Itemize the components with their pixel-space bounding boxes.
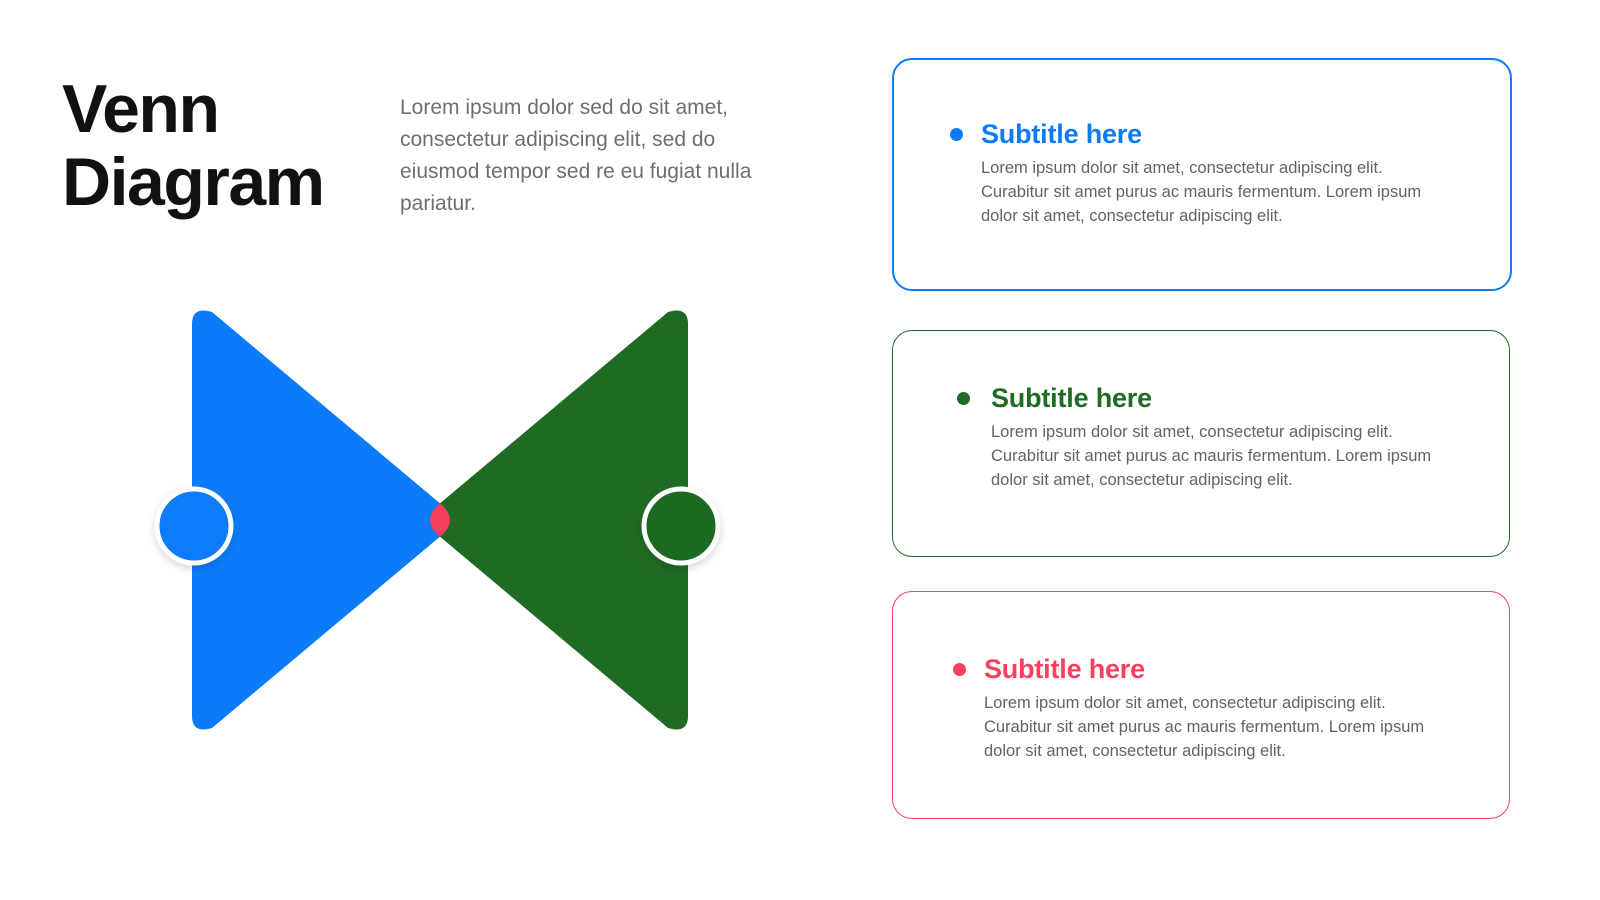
card-heading: Subtitle here (950, 119, 1470, 150)
info-card-red[interactable]: Subtitle here Lorem ipsum dolor sit amet… (892, 591, 1510, 819)
venn-left-marker-circle (154, 486, 234, 566)
card-body-text: Lorem ipsum dolor sit amet, consectetur … (984, 693, 1425, 760)
card-body-text: Lorem ipsum dolor sit amet, consectetur … (981, 158, 1422, 225)
venn-diagram (150, 300, 730, 740)
info-card-blue[interactable]: Subtitle here Lorem ipsum dolor sit amet… (892, 58, 1512, 291)
card-heading: Subtitle here (957, 383, 1469, 414)
card-subtitle: Subtitle here (981, 119, 1142, 149)
card-heading: Subtitle here (953, 654, 1469, 685)
card-subtitle: Subtitle here (991, 383, 1152, 413)
page-title: Venn Diagram (62, 71, 325, 220)
bullet-dot-icon (950, 128, 963, 142)
card-body-text: Lorem ipsum dolor sit amet, consectetur … (991, 422, 1432, 489)
bullet-dot-icon (953, 663, 966, 677)
card-content: Subtitle here Lorem ipsum dolor sit amet… (893, 654, 1509, 763)
card-subtitle: Subtitle here (984, 654, 1145, 684)
bullet-dot-icon (957, 392, 970, 406)
card-content: Subtitle here Lorem ipsum dolor sit amet… (893, 383, 1509, 492)
info-card-green[interactable]: Subtitle here Lorem ipsum dolor sit amet… (892, 330, 1510, 557)
intro-paragraph: Lorem ipsum dolor sed do sit amet, conse… (400, 96, 752, 215)
venn-right-marker-circle (641, 486, 721, 566)
card-content: Subtitle here Lorem ipsum dolor sit amet… (894, 119, 1510, 228)
